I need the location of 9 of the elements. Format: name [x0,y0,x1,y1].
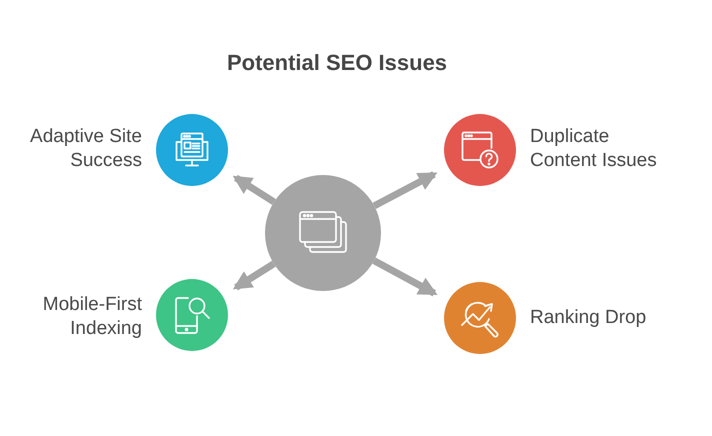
arrow [372,171,438,209]
diagram-title: Potential SEO Issues [226,50,448,76]
arrow [372,258,438,296]
node-label: Duplicate Content Issues [530,125,658,173]
node-label: Mobile-First Indexing [42,293,142,341]
node-label: Adaptive Site Success [29,125,142,173]
node-label: Ranking Drop [530,306,648,330]
arrow [232,260,276,290]
arrow [232,174,276,205]
